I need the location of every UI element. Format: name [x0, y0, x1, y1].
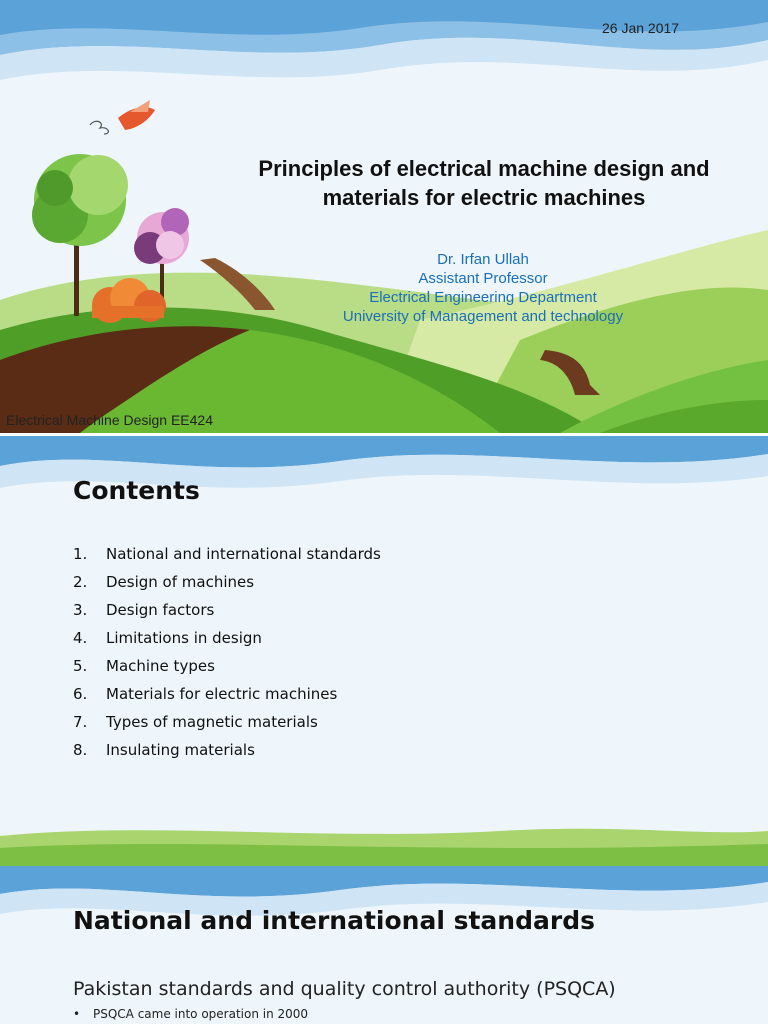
item-label: Materials for electric machines: [106, 685, 338, 703]
standards-heading: National and international standards: [73, 906, 595, 935]
item-label: Design of machines: [106, 573, 255, 591]
list-item: 8. Insulating materials: [73, 736, 381, 764]
author-university: University of Management and technology: [342, 308, 624, 325]
list-item: 4. Limitations in design: [73, 624, 381, 652]
bullet-text: PSQCA came into operation in 2000: [93, 1007, 309, 1021]
slide-date: 26 Jan 2017: [602, 20, 680, 36]
item-number: 7.: [73, 713, 88, 731]
landscape-illustration: [0, 0, 768, 433]
item-number: 3.: [73, 601, 88, 619]
bullet-item: • PSQCA came into operation in 2000: [73, 1007, 308, 1021]
item-number: 4.: [73, 629, 88, 647]
title-slide: 26 Jan 2017 Principles of electrical mac…: [0, 0, 768, 433]
item-number: 1.: [73, 545, 88, 563]
author-department: Electrical Engineering Department: [369, 289, 597, 306]
slide-background: [0, 436, 768, 866]
slide-title: Principles of electrical machine design …: [214, 154, 754, 212]
slide-background: [0, 866, 768, 916]
contents-slide: Contents 1. National and international st…: [0, 436, 768, 866]
title-line-1: Principles of electrical machine design …: [258, 156, 710, 181]
item-label: Design factors: [106, 601, 215, 619]
bullet-icon: •: [73, 1007, 81, 1021]
item-number: 2.: [73, 573, 88, 591]
contents-heading: Contents: [73, 476, 200, 505]
slide-separator: [0, 433, 768, 436]
list-item: 3. Design factors: [73, 596, 381, 624]
item-label: National and international standards: [106, 545, 381, 563]
list-item: 5. Machine types: [73, 652, 381, 680]
item-number: 6.: [73, 685, 88, 703]
title-line-2: materials for electric machines: [322, 185, 646, 210]
list-item: 1. National and international standards: [73, 540, 381, 568]
item-label: Types of magnetic materials: [106, 713, 318, 731]
contents-list: 1. National and international standards 2…: [73, 540, 381, 764]
item-label: Limitations in design: [106, 629, 262, 647]
list-item: 7. Types of magnetic materials: [73, 708, 381, 736]
list-item: 2. Design of machines: [73, 568, 381, 596]
slide-footer: Electrical Machine Design EE424: [6, 412, 213, 428]
item-label: Insulating materials: [106, 741, 255, 759]
standards-slide: National and international standards Pak…: [0, 866, 768, 1024]
author-role: Assistant Professor: [418, 270, 548, 287]
author-block: Dr. Irfan Ullah Assistant Professor Elec…: [300, 250, 666, 326]
item-label: Machine types: [106, 657, 215, 675]
author-name: Dr. Irfan Ullah: [437, 251, 529, 268]
standards-subheading: Pakistan standards and quality control a…: [73, 978, 616, 1000]
item-number: 5.: [73, 657, 88, 675]
item-number: 8.: [73, 741, 88, 759]
list-item: 6. Materials for electric machines: [73, 680, 381, 708]
